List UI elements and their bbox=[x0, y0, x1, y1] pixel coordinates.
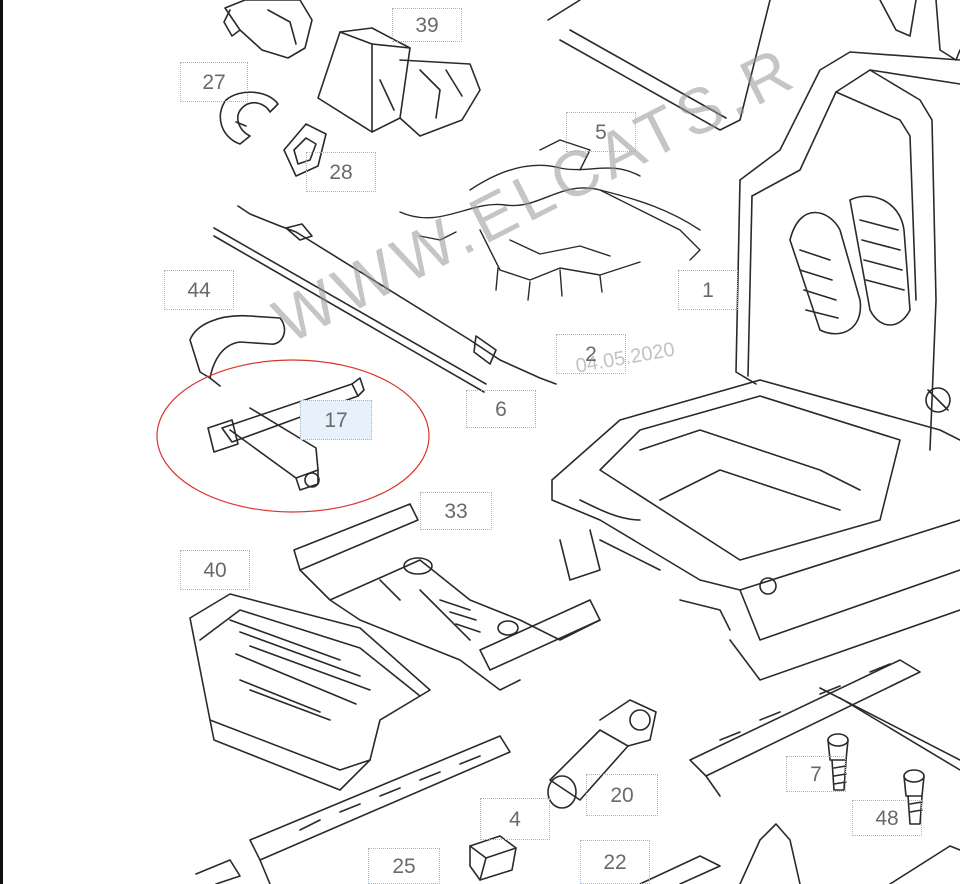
part-bottom-right-fragment[interactable] bbox=[739, 823, 960, 884]
callout-40[interactable]: 40 bbox=[180, 550, 250, 590]
callout-5[interactable]: 5 bbox=[566, 112, 636, 152]
part-40-cushion-mat[interactable] bbox=[189, 593, 431, 791]
callout-39[interactable]: 39 bbox=[392, 8, 462, 42]
callout-17[interactable]: 17 bbox=[300, 400, 372, 440]
callout-25[interactable]: 25 bbox=[368, 848, 440, 884]
callout-22[interactable]: 22 bbox=[580, 840, 650, 884]
callout-44[interactable]: 44 bbox=[164, 270, 234, 310]
part-33-bracket[interactable] bbox=[293, 503, 601, 691]
part-39-module[interactable] bbox=[317, 27, 481, 137]
callout-1[interactable]: 1 bbox=[678, 270, 738, 310]
part-22-rail-fragment[interactable] bbox=[639, 855, 721, 884]
part-5-wire-frame[interactable] bbox=[399, 139, 701, 301]
part-top-right-fragment[interactable] bbox=[547, 0, 960, 131]
part-right-rail[interactable] bbox=[689, 659, 960, 797]
part-20-motor[interactable] bbox=[547, 699, 657, 809]
callout-4[interactable]: 4 bbox=[480, 798, 550, 840]
callout-27[interactable]: 27 bbox=[180, 62, 248, 102]
part-44-trim-cover[interactable] bbox=[189, 314, 286, 387]
callout-7[interactable]: 7 bbox=[786, 756, 846, 792]
part-27-clip[interactable] bbox=[219, 91, 279, 145]
callout-33[interactable]: 33 bbox=[420, 492, 492, 530]
part-25-rail[interactable] bbox=[195, 735, 511, 884]
callout-6[interactable]: 6 bbox=[466, 390, 536, 428]
left-border bbox=[0, 0, 3, 884]
part-top-left-fragment[interactable] bbox=[223, 0, 313, 59]
part-4-clip[interactable] bbox=[469, 835, 517, 881]
part-17-actuator[interactable] bbox=[207, 377, 365, 491]
callout-20[interactable]: 20 bbox=[586, 774, 658, 816]
part-1-seat-frame[interactable] bbox=[551, 51, 960, 681]
highlight-ellipse bbox=[156, 359, 430, 513]
callout-48[interactable]: 48 bbox=[852, 800, 922, 836]
part-cable[interactable] bbox=[213, 205, 557, 393]
callout-28[interactable]: 28 bbox=[306, 152, 376, 192]
callout-2[interactable]: 2 bbox=[556, 334, 626, 374]
